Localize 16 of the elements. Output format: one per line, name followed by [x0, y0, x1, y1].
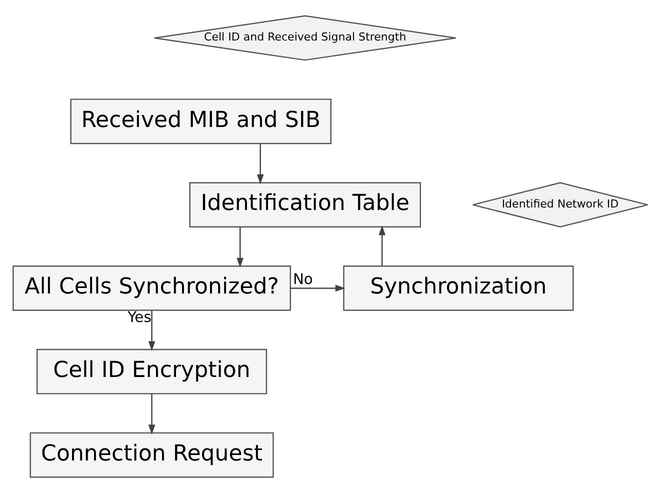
arrow — [148, 393, 156, 434]
edge-label: No — [292, 270, 313, 288]
arrow — [148, 310, 156, 351]
node-box: Identification Table — [189, 182, 422, 227]
arrow — [236, 226, 244, 268]
arrow — [290, 284, 346, 292]
edge-label: Yes — [128, 308, 152, 326]
arrow — [378, 224, 386, 266]
node-box: Cell ID Encryption — [36, 348, 268, 394]
node-box: All Cells Synchronized? — [12, 265, 291, 310]
node-box: Synchronization — [343, 265, 574, 310]
arrow — [256, 143, 264, 184]
node-box: Received MIB and SIB — [70, 98, 332, 144]
node-diamond: Identified Network ID — [472, 182, 648, 227]
node-box: Connection Request — [30, 432, 274, 478]
node-diamond: Cell ID and Received Signal Strength — [154, 14, 456, 60]
